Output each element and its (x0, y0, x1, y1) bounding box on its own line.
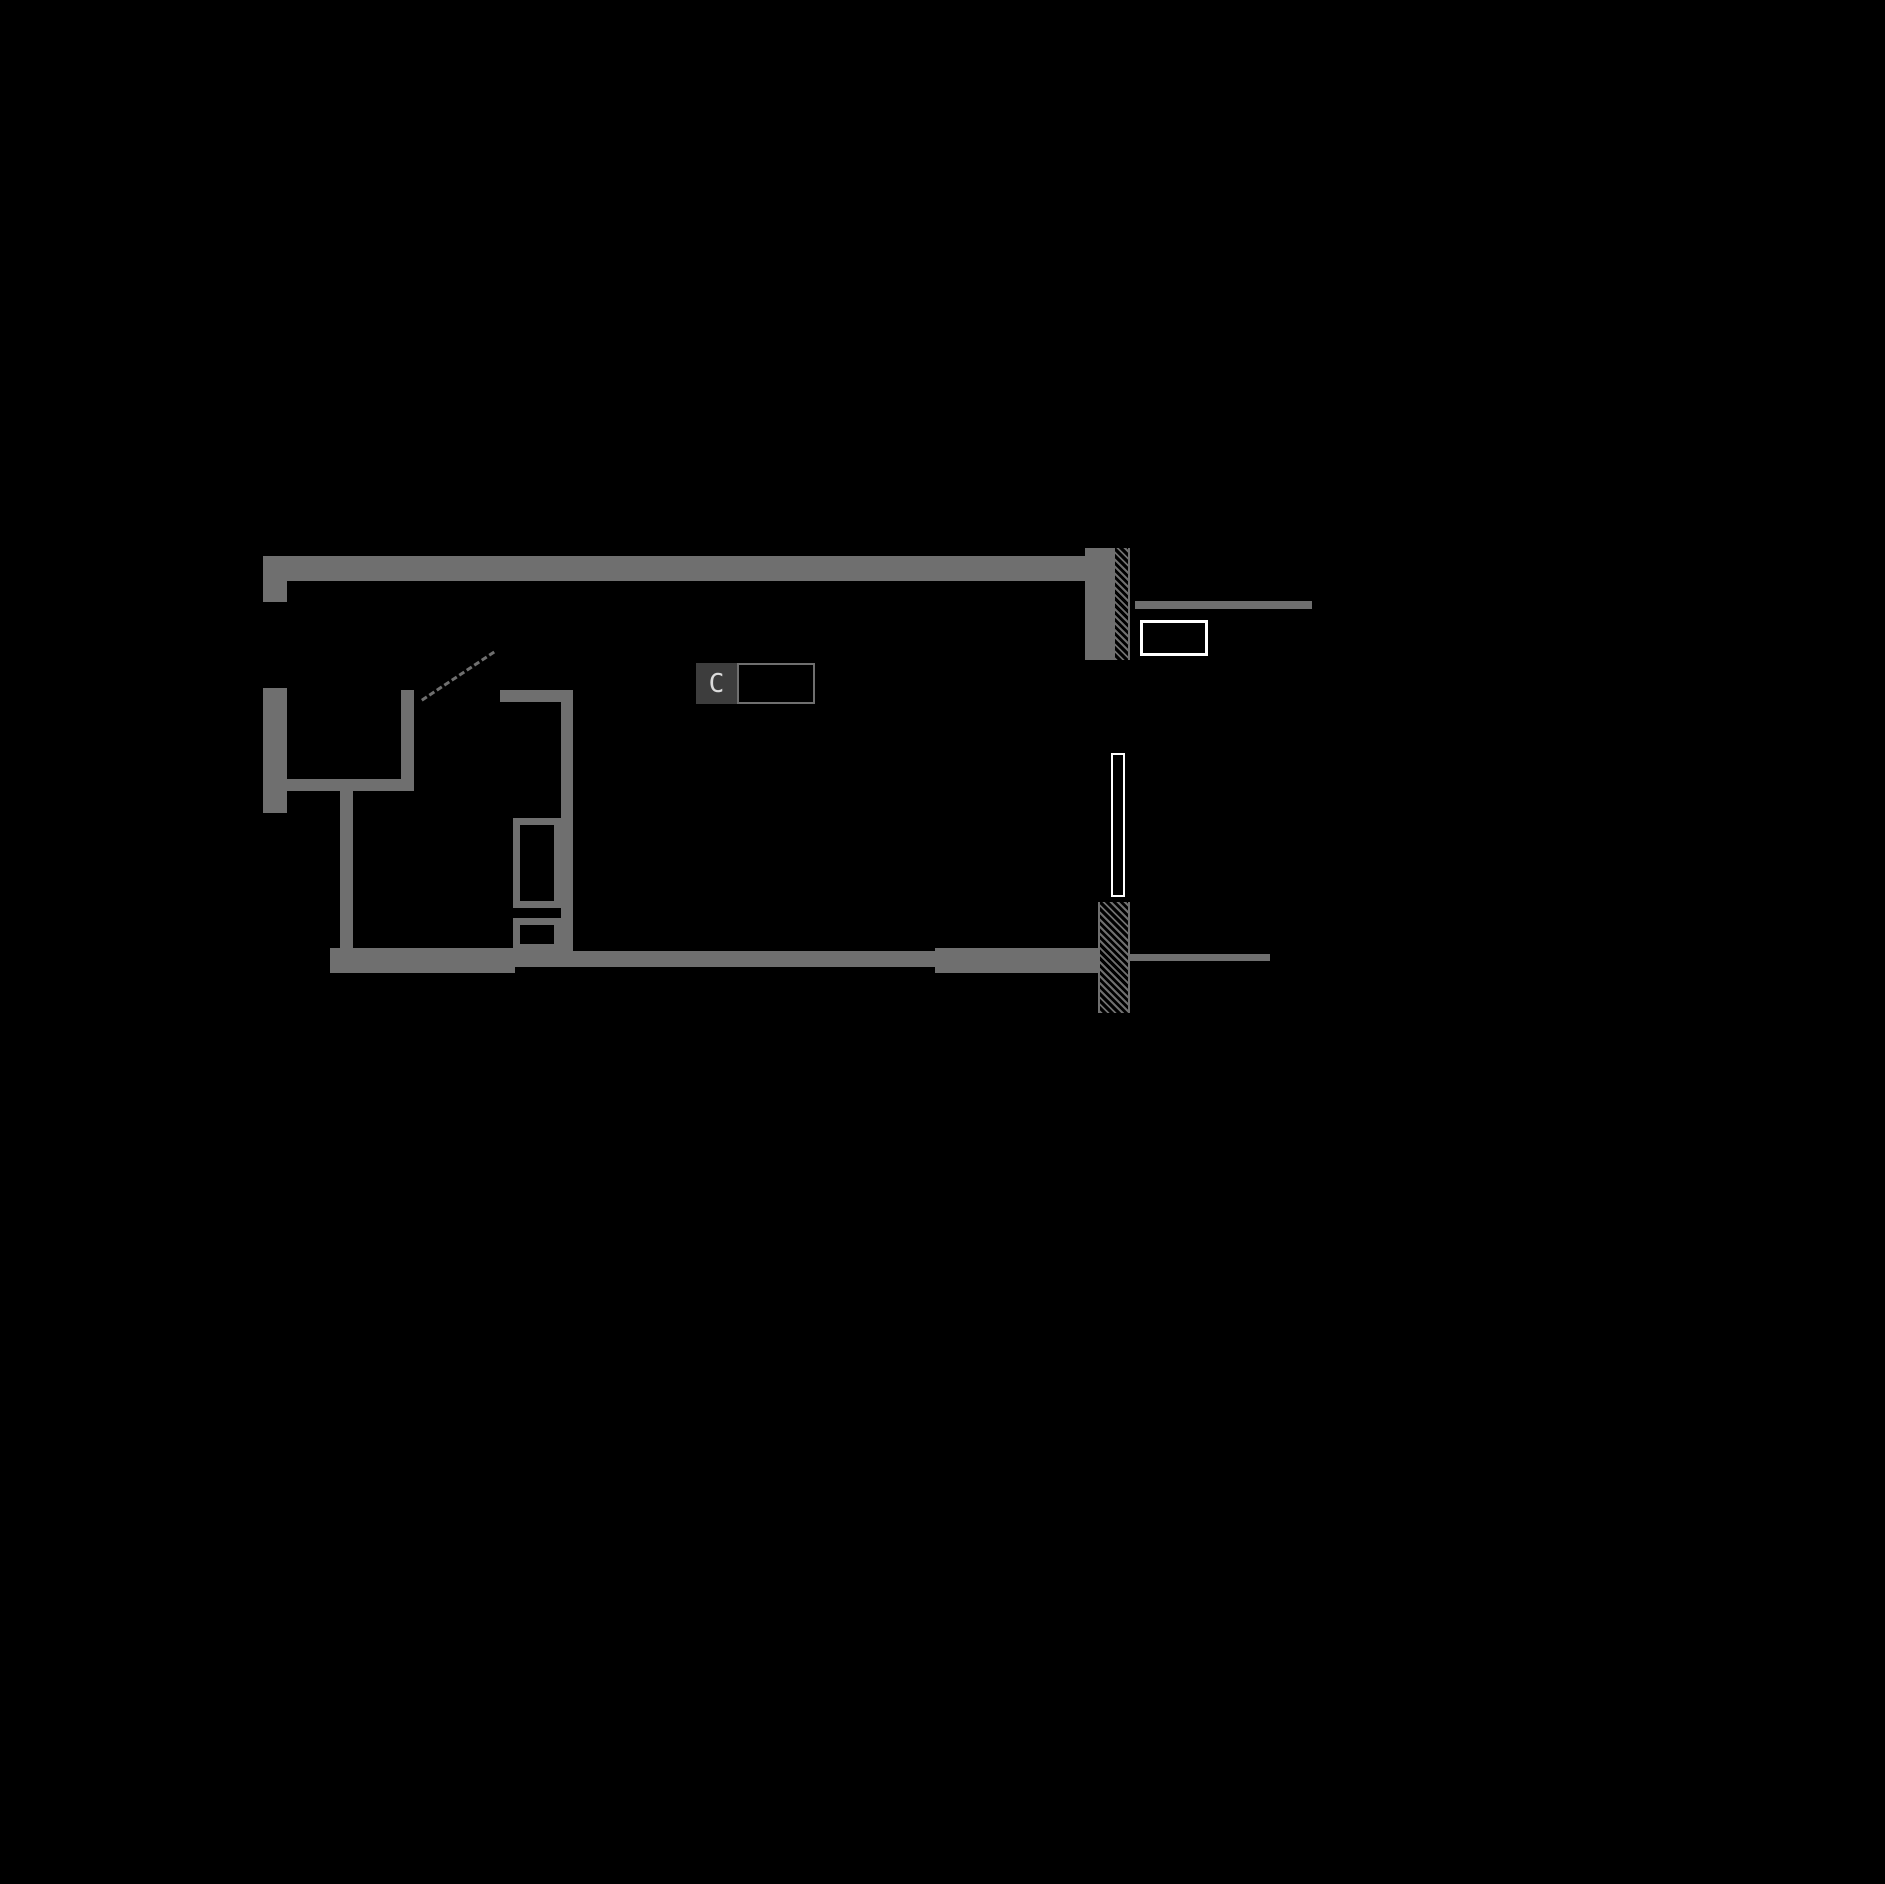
wall-left (263, 688, 287, 813)
wall-top (263, 556, 1085, 581)
wall-vertical-lower (340, 791, 353, 951)
wall-bottom-left (330, 948, 515, 973)
wall-interior-horizontal (287, 779, 414, 791)
duct-horizontal-stub (500, 690, 573, 702)
door-swing-dashed-line (421, 650, 496, 702)
wall-bottom-middle (515, 951, 935, 967)
wall-right-top (1085, 548, 1113, 660)
wall-interior-vertical (401, 690, 414, 791)
duct-wall-vertical (561, 702, 573, 951)
wall-left-top-stub (263, 581, 287, 602)
compass-letter: C (708, 668, 725, 699)
column-hatched-bottom (1098, 902, 1130, 1013)
duct-box-lower (513, 918, 561, 951)
compass-letter-box: C (696, 663, 737, 704)
duct-box-upper (513, 818, 561, 908)
window-top-right (1140, 620, 1208, 656)
compass-value-box (737, 663, 815, 704)
wall-bottom-right (935, 948, 1098, 973)
compass-label: C (696, 663, 815, 704)
ledge-line-bottom-right (1130, 954, 1270, 961)
window-right (1111, 753, 1125, 897)
column-hatched-top (1113, 548, 1130, 660)
ledge-line-top-right (1135, 601, 1312, 609)
